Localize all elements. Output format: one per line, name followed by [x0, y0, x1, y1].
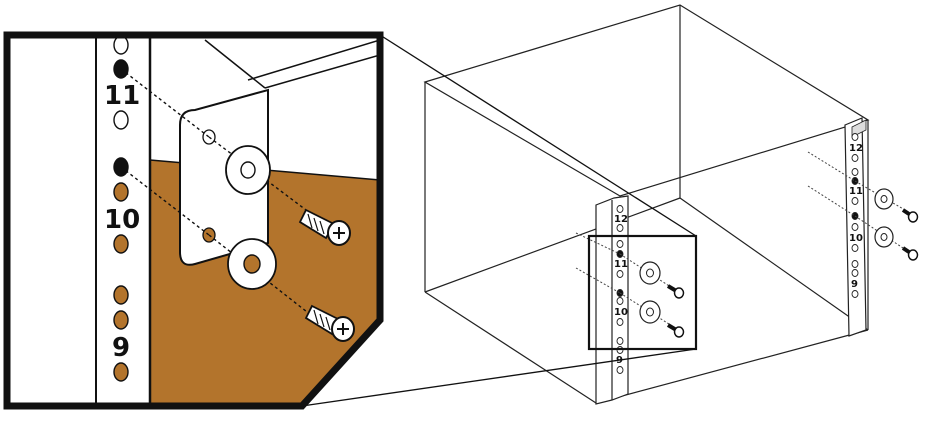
- zoom-callout: [301, 34, 698, 407]
- rear-rail-holes: [851, 133, 859, 298]
- zoom-rail: 11 10 9: [95, 35, 152, 406]
- rear-rail-label-11: 11: [849, 186, 863, 197]
- screw-upper: [298, 208, 351, 246]
- zoom-frame: [3, 31, 384, 410]
- rear-screw-lower: [901, 246, 919, 261]
- rear-washer-upper: [874, 188, 894, 210]
- rack-cabinet: [423, 4, 870, 404]
- washer-upper: [225, 145, 271, 195]
- cabinet-back-panel: [423, 4, 870, 197]
- front-screw-upper: [666, 284, 685, 299]
- rear-rail-label-9: 9: [851, 279, 858, 290]
- front-washer-upper: [639, 261, 661, 285]
- zoom-target-box: [587, 234, 698, 351]
- rear-screw-upper: [901, 208, 919, 223]
- front-rail: 12 11 10 9: [595, 195, 629, 405]
- rear-rail-label-10: 10: [849, 233, 863, 244]
- front-rail-label-10: 10: [614, 307, 628, 318]
- washer-lower: [227, 238, 277, 290]
- front-guide-lines: [575, 232, 681, 332]
- front-rail-label-12: 12: [614, 214, 628, 225]
- rear-washer-lower: [874, 226, 894, 248]
- screw-lower: [304, 304, 355, 342]
- front-screw-lower: [666, 323, 685, 338]
- rear-rail: 12 11 10 9: [844, 117, 867, 337]
- zoom-rail-holes: [113, 35, 129, 382]
- zoom-rail-label-9: 9: [112, 333, 130, 363]
- zoom-detail: 11 10 9: [7, 35, 380, 406]
- front-washer-lower: [639, 300, 661, 324]
- rear-rail-label-12: 12: [849, 143, 863, 154]
- zoom-rail-label-11: 11: [104, 81, 140, 111]
- front-rail-label-11: 11: [614, 259, 628, 270]
- device-edge: [204, 39, 380, 89]
- zoom-rail-label-10: 10: [104, 205, 140, 235]
